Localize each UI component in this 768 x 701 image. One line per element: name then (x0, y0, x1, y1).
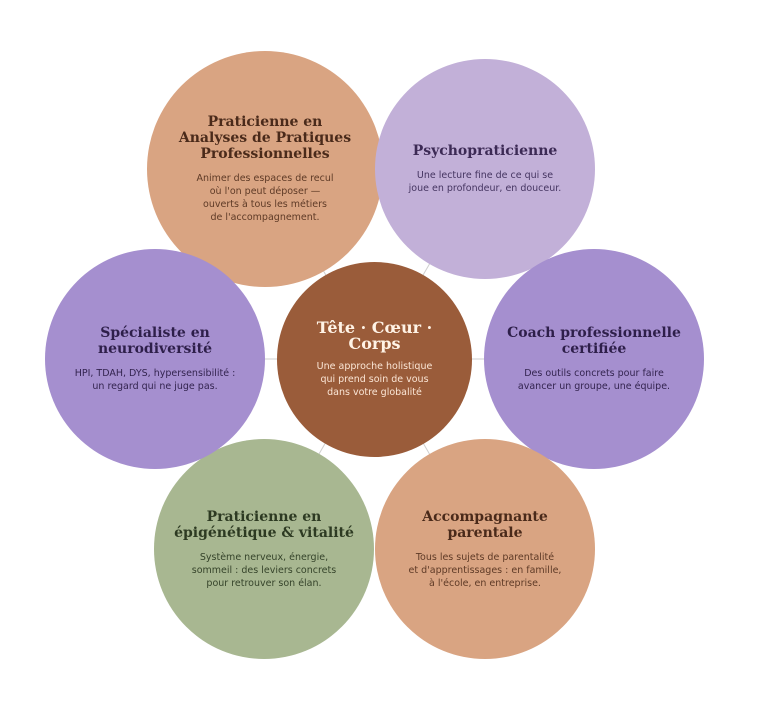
node-title: Coach professionnelle certifiée (507, 325, 681, 357)
node-title: Praticienne en Analyses de Pratiques Pro… (178, 114, 352, 162)
node-accompagnante-parentale: Accompagnante parentale Tous les sujets … (375, 439, 595, 659)
node-description: Une lecture fine de ce qui se joue en pr… (408, 170, 562, 194)
node-coach-professionnelle: Coach professionnelle certifiée Des outi… (484, 249, 704, 469)
node-title: Praticienne en épigénétique & vitalité (174, 508, 354, 541)
node-psychopraticienne: Psychopraticienne Une lecture fine de ce… (375, 59, 595, 279)
node-neurodiversite: Spécialiste en neurodiversité HPI, TDAH,… (45, 249, 265, 469)
center-node: Tête · Cœur · Corps Une approche holisti… (277, 262, 472, 457)
node-analyses-pratiques: Praticienne en Analyses de Pratiques Pro… (147, 51, 383, 287)
node-title: Spécialiste en neurodiversité (97, 325, 213, 357)
node-epigenetique-vitalite: Praticienne en épigénétique & vitalité S… (154, 439, 374, 659)
node-title: Accompagnante parentale (422, 508, 548, 541)
node-description: Animer des espaces de recul où l'on peut… (196, 173, 334, 223)
node-description: HPI, TDAH, DYS, hypersensibilité : un re… (74, 368, 236, 392)
node-description: Système nerveux, énergie, sommeil : des … (191, 551, 337, 589)
center-description: Une approche holistique qui prend soin d… (316, 361, 433, 398)
node-description: Des outils concrets pour faire avancer u… (517, 368, 671, 392)
node-title: Psychopraticienne (412, 143, 558, 159)
node-description: Tous les sujets de parentalité et d'appr… (408, 551, 562, 589)
center-title: Tête · Cœur · Corps (316, 318, 433, 353)
